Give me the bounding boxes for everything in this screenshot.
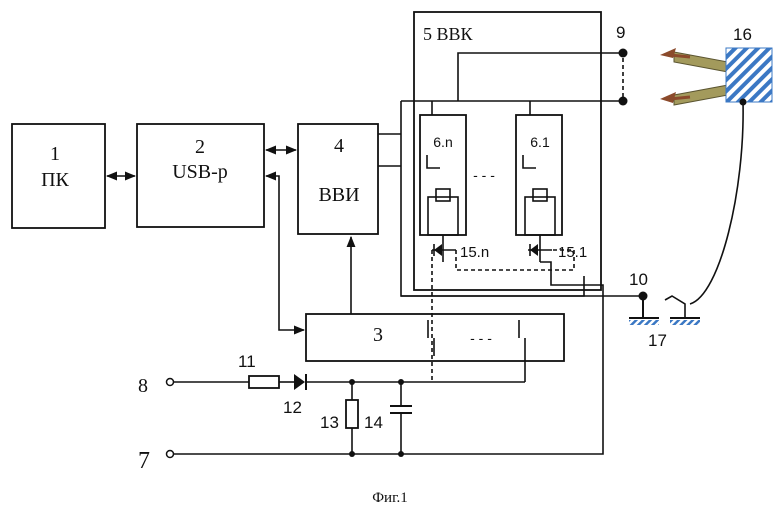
- label-10: 10: [629, 270, 648, 289]
- input-7-rail: 7: [138, 262, 603, 474]
- resistor-13: 13: [320, 382, 358, 457]
- block-3-number: 3: [373, 324, 383, 346]
- ground-17: 17: [629, 296, 700, 350]
- label-16: 16: [733, 25, 752, 44]
- figure-caption: Фиг.1: [372, 490, 408, 506]
- block-vvi: 4 ВВИ: [298, 124, 378, 234]
- label-14: 14: [364, 413, 383, 432]
- relay-61-label: 6.1: [530, 134, 550, 150]
- label-12: 12: [283, 398, 302, 417]
- block-usb-number: 2: [195, 136, 205, 158]
- capacitor-14: 14: [364, 382, 412, 457]
- label-8: 8: [138, 375, 148, 397]
- block-3-dashes: - - -: [470, 330, 492, 346]
- label-17: 17: [648, 331, 667, 350]
- block-vvk-title: 5 ВВК: [423, 24, 474, 44]
- probe-16: 16: [660, 25, 772, 304]
- block-vvi-name: ВВИ: [318, 184, 359, 206]
- block-usb: 2 USB-р: [137, 124, 264, 227]
- block-pc: 1 ПК: [12, 124, 105, 228]
- block-vvi-number: 4: [334, 135, 344, 157]
- label-15-1: 15.1: [558, 244, 587, 261]
- label-9: 9: [616, 23, 625, 42]
- label-11: 11: [238, 352, 256, 371]
- label-7: 7: [138, 448, 150, 474]
- block-usb-name: USB-р: [172, 161, 228, 183]
- label-15n: 15.n: [460, 244, 489, 261]
- block-pc-name: ПК: [41, 169, 69, 191]
- label-13: 13: [320, 413, 339, 432]
- block-pc-number: 1: [50, 143, 60, 165]
- relay-dashes: - - -: [473, 167, 495, 183]
- relay-6n-label: 6.n: [433, 134, 452, 150]
- terminal-9: 9: [616, 23, 628, 106]
